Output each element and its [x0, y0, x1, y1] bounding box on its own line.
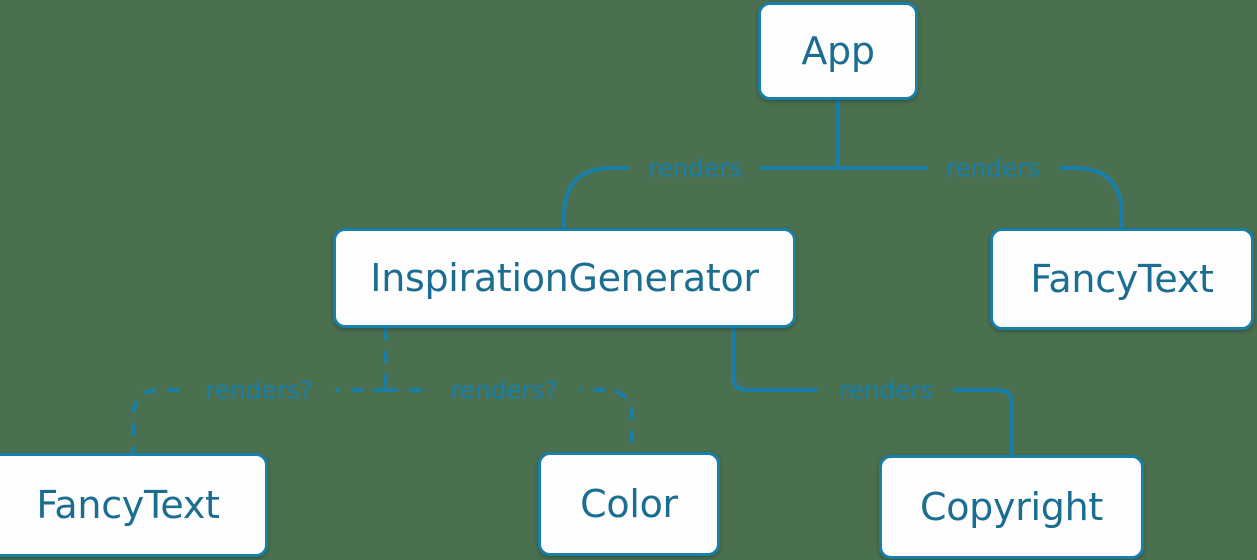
node-copyright[interactable]: Copyright	[879, 455, 1144, 559]
edge-label-backplates	[185, 152, 1060, 406]
edge-inspiration-generator-to-copyright-right	[952, 388, 1014, 455]
edge-label-inspiration-generator-to-copyright: renders	[838, 375, 934, 405]
node-inspiration-generator[interactable]: InspirationGenerator	[333, 228, 796, 328]
node-inspiration-generator-label: InspirationGenerator	[370, 256, 759, 300]
edge-label-app-to-fancytext-top: renders	[945, 153, 1041, 183]
edge-label-inspiration-generator-to-fancytext-bottom: renders?	[205, 375, 313, 405]
edge-app-to-inspiration-generator	[562, 166, 838, 228]
edge-inspiration-generator-to-color	[386, 388, 634, 452]
node-app-label: App	[801, 29, 875, 73]
node-fancytext-bottom[interactable]: FancyText	[0, 453, 268, 557]
node-color-label: Color	[580, 482, 678, 526]
edge-label-inspiration-generator-to-color: renders?	[450, 375, 558, 405]
node-fancytext-top-label: FancyText	[1030, 257, 1214, 301]
node-color[interactable]: Color	[538, 452, 720, 556]
node-fancytext-bottom-label: FancyText	[36, 483, 220, 527]
edge-inspiration-generator-to-copyright-left	[731, 328, 964, 392]
edge-label-app-to-inspiration-generator: renders	[647, 153, 743, 183]
node-fancytext-top[interactable]: FancyText	[990, 228, 1254, 330]
node-app[interactable]: App	[758, 2, 918, 100]
node-copyright-label: Copyright	[920, 485, 1103, 529]
edge-app-to-fancytext-top	[838, 166, 1124, 228]
